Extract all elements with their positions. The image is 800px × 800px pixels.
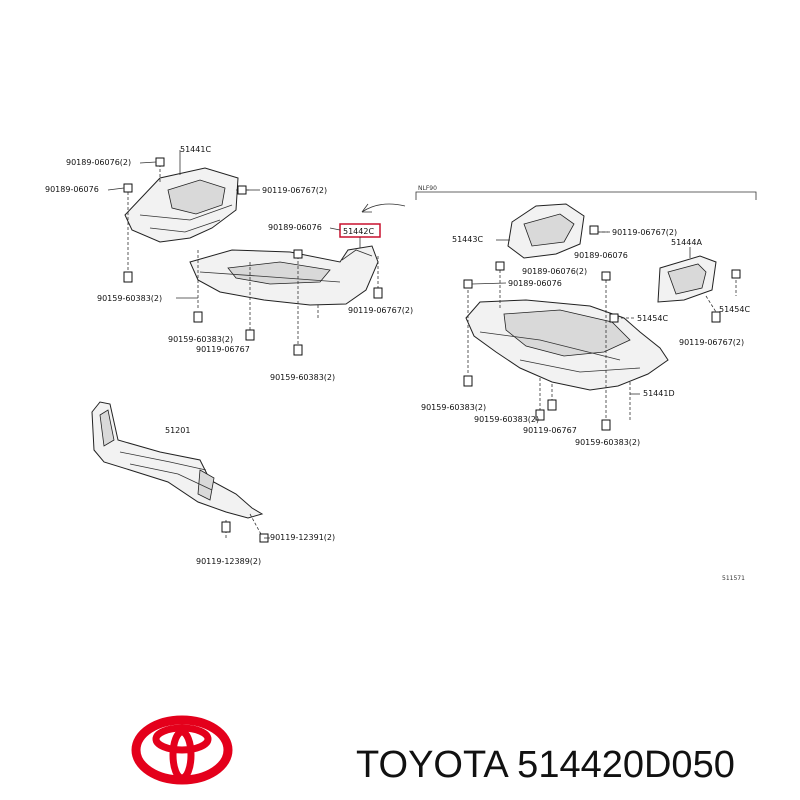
bolt-icon xyxy=(589,225,599,235)
bolt-icon xyxy=(495,261,505,271)
bolt-icon xyxy=(547,399,557,411)
group-bracket xyxy=(415,191,757,200)
label-90119-06767-2-a: 90119-06767(2) xyxy=(262,186,327,195)
label-51454C-a: 51454C xyxy=(637,314,668,323)
label-51444A: 51444A xyxy=(671,238,702,247)
label-90159-60383-2-e: 90159-60383(2) xyxy=(474,415,539,424)
label-nlf90: NLF90 xyxy=(418,185,437,192)
label-leaders xyxy=(107,161,691,539)
part-51201-shape xyxy=(91,401,264,519)
direction-arrow-head xyxy=(361,203,372,213)
bolt-icon xyxy=(373,287,383,299)
label-90119-06767-2-d: 90119-06767(2) xyxy=(679,338,744,347)
part-51442C-shape xyxy=(189,245,379,306)
brand-part-number: TOYOTA 514420D050 xyxy=(356,744,735,786)
label-51441D: 51441D xyxy=(643,389,675,398)
bolt-icon xyxy=(123,183,133,193)
bolt-icon xyxy=(193,311,203,323)
bolt-icon xyxy=(535,409,545,421)
label-90159-60383-2-f: 90159-60383(2) xyxy=(575,438,640,447)
label-90189-06076-b: 90189-06076 xyxy=(268,223,322,232)
bolt-icon xyxy=(463,279,473,289)
bolt-icon xyxy=(293,344,303,356)
figure-code: 511571 xyxy=(722,575,745,582)
bolt-icon xyxy=(155,157,165,167)
label-90119-06767-2-c: 90119-06767(2) xyxy=(612,228,677,237)
label-90119-12391-2: 90119-12391(2) xyxy=(270,533,335,542)
bolt-icon xyxy=(245,329,255,341)
label-51454C-b: 51454C xyxy=(719,305,750,314)
label-90159-60383-2-c: 90159-60383(2) xyxy=(270,373,335,382)
label-90119-12389-2: 90119-12389(2) xyxy=(196,557,261,566)
label-90159-60383-2-d: 90159-60383(2) xyxy=(421,403,486,412)
bolt-icon xyxy=(601,419,611,431)
bolt-icon xyxy=(221,521,231,533)
label-90159-60383-2-b: 90159-60383(2) xyxy=(168,335,233,344)
part-labels: 51441C 90189-06076(2) 90189-06076 90119-… xyxy=(45,145,750,582)
label-90189-06076-c: 90189-06076 xyxy=(574,251,628,260)
direction-arrow xyxy=(361,203,406,213)
bolt-icon xyxy=(711,311,721,323)
bolt-icon xyxy=(293,249,303,259)
label-90189-06076-2-a: 90189-06076(2) xyxy=(66,158,131,167)
part-51441C-shape xyxy=(124,150,239,243)
bolt-icon xyxy=(463,375,473,387)
part-51444A-shape xyxy=(657,255,717,303)
bolt-icon xyxy=(609,313,619,323)
part-51443C-shape xyxy=(507,203,585,259)
label-51441C: 51441C xyxy=(180,145,211,154)
bolt-icon xyxy=(123,271,133,283)
label-90189-06076-a: 90189-06076 xyxy=(45,185,99,194)
bolt-icon xyxy=(601,271,611,281)
bolt-icon xyxy=(237,185,247,195)
bolt-icon xyxy=(731,269,741,279)
label-51442C: 51442C xyxy=(343,227,374,236)
label-90189-06076-2-b: 90189-06076(2) xyxy=(522,267,587,276)
fasteners xyxy=(123,157,741,543)
label-51443C: 51443C xyxy=(452,235,483,244)
toyota-logo xyxy=(131,715,233,785)
label-90119-06767-b: 90119-06767 xyxy=(523,426,577,435)
label-90189-06076-d: 90189-06076 xyxy=(508,279,562,288)
label-90119-06767-2-b: 90119-06767(2) xyxy=(348,306,413,315)
label-90119-06767-a: 90119-06767 xyxy=(196,345,250,354)
label-51201: 51201 xyxy=(165,426,190,435)
label-90159-60383-2-a: 90159-60383(2) xyxy=(97,294,162,303)
